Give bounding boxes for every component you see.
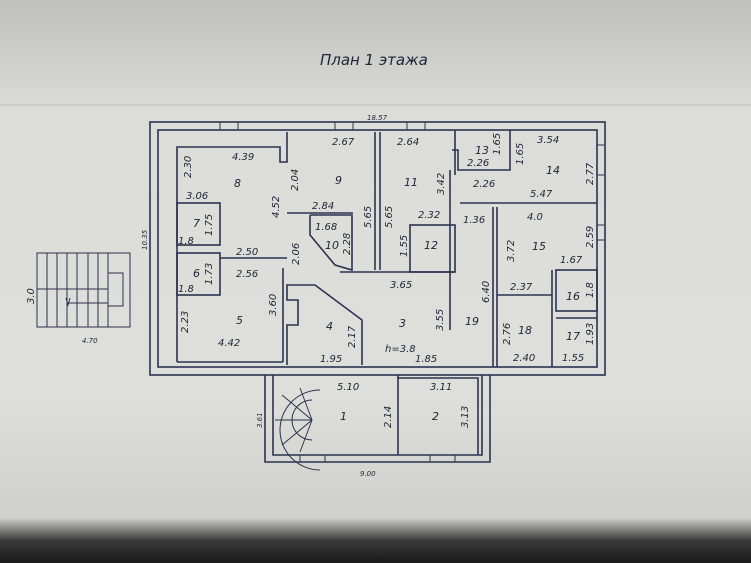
dim: 2.84 [312, 201, 334, 212]
dim: 2.30 [183, 156, 194, 178]
room-17: 17 [566, 330, 580, 343]
dim: 1.65 [515, 143, 526, 165]
room-6: 6 [193, 267, 200, 280]
dim: 5.65 [363, 206, 374, 228]
dim: 5.47 [530, 189, 553, 200]
dim: 1.8 [178, 236, 194, 247]
dim: 2.14 [383, 406, 394, 428]
room-13: 13 [475, 144, 489, 157]
room-11: 11 [404, 176, 418, 189]
dim: 4.52 [271, 196, 282, 218]
room-9: 9 [335, 174, 342, 187]
dim-overall-depth: 10.35 [141, 229, 149, 250]
dim: 2.50 [236, 247, 258, 258]
dim: 1.85 [415, 354, 437, 365]
dim: 5.10 [337, 382, 359, 393]
room-19: 19 [465, 315, 479, 328]
room-14: 14 [546, 164, 560, 177]
walls [149, 121, 606, 463]
dim-annex-width: 9.00 [360, 470, 376, 478]
dim-overall-width: 18.57 [367, 114, 388, 122]
room-16: 16 [566, 290, 580, 303]
dim: 2.26 [467, 158, 489, 169]
dim: 2.56 [236, 269, 258, 280]
dim: 2.23 [180, 311, 191, 333]
dim: 3.42 [436, 173, 447, 195]
room-2: 2 [432, 410, 439, 423]
dim: 3.54 [537, 135, 559, 146]
dim: 4.0 [527, 212, 543, 223]
room-4: 4 [326, 320, 333, 333]
dim: 1.73 [204, 263, 215, 285]
dim: 2.32 [418, 210, 440, 221]
dim: 4.39 [232, 152, 254, 163]
dim: 2.17 [347, 325, 358, 348]
dim-annex-depth: 3.61 [256, 412, 264, 428]
dim: 1.95 [320, 354, 342, 365]
room-numbers: 1 2 3 4 5 6 7 8 9 10 11 12 13 14 15 16 1… [193, 144, 580, 423]
room-12: 12 [424, 239, 438, 252]
dim: 1.55 [562, 353, 584, 364]
dim: 2.40 [513, 353, 535, 364]
dim: 2.28 [342, 233, 353, 255]
dim: 1.8 [585, 282, 596, 298]
dim: 3.11 [430, 382, 452, 393]
dim: 2.26 [473, 179, 495, 190]
room-7: 7 [193, 217, 200, 230]
dim: 2.06 [291, 243, 302, 265]
dim: 3.55 [435, 309, 446, 331]
dim-stair-depth: 3.0 [26, 288, 37, 304]
room-18: 18 [518, 324, 532, 337]
dim-stair-width: 4.70 [82, 337, 98, 345]
room-3: 3 [399, 317, 406, 330]
dim: 3.72 [506, 240, 517, 262]
room-5: 5 [236, 314, 243, 327]
dim: 1.36 [463, 215, 485, 226]
room-8: 8 [234, 177, 241, 190]
dim: 2.37 [510, 282, 533, 293]
room-10: 10 [325, 239, 339, 252]
dim: 1.93 [585, 323, 596, 345]
plan-title: План 1 этажа [320, 51, 428, 69]
dim: 6.40 [481, 281, 492, 303]
dim: 2.59 [585, 226, 596, 248]
spiral-stair [275, 387, 321, 471]
room-1: 1 [340, 410, 347, 423]
dim: 3.13 [460, 406, 471, 428]
ceiling-height: h=3.8 [385, 344, 416, 355]
exterior-stairs [36, 252, 131, 328]
dim: 2.67 [332, 137, 355, 148]
dim: 2.64 [397, 137, 419, 148]
dim: 1.68 [315, 222, 337, 233]
dimensions: 18.57 10.35 9.00 3.61 4.70 3.0 h=3.8 4.3… [26, 114, 596, 478]
dim: 2.04 [290, 169, 301, 191]
room-15: 15 [532, 240, 546, 253]
dim: 5.65 [384, 206, 395, 228]
dim: 2.76 [502, 323, 513, 345]
dim: 3.06 [186, 191, 208, 202]
dim: 3.60 [268, 294, 279, 316]
dim: 1.67 [560, 255, 583, 266]
dim: 4.42 [218, 338, 240, 349]
dim: 1.65 [492, 133, 503, 155]
dim: 1.55 [399, 235, 410, 257]
dim: 1.75 [204, 214, 215, 236]
dim: 3.65 [390, 280, 412, 291]
dim: 2.77 [585, 162, 596, 185]
dim: 1.8 [178, 284, 194, 295]
